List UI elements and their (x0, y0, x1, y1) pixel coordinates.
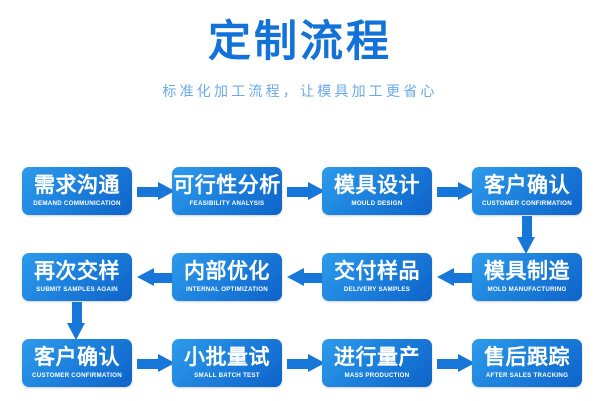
arrow-right-icon (437, 182, 475, 201)
arrow-right-icon (137, 182, 175, 201)
flow-node-mass-production[interactable]: 进行量产 MASS PRODUCTION (322, 339, 432, 387)
flow-node-label-cn: 进行量产 (334, 345, 420, 369)
arrow-shaft (437, 358, 459, 369)
arrow-down-icon-right (517, 216, 536, 254)
flow-node-label-cn: 需求沟通 (34, 173, 120, 197)
header: 定制流程 标准化加工流程，让模具加工更省心 (0, 0, 600, 140)
arrow-shaft (453, 272, 475, 283)
arrow-head (158, 354, 175, 372)
arrow-head (67, 323, 85, 340)
arrow-right-icon (437, 354, 475, 373)
flow-row-1: 需求沟通 DEMAND COMMUNICATION 可行性分析 FEASIBIL… (0, 167, 600, 215)
flow-node-delivery-samples[interactable]: 交付样品 DELIVERY SAMPLES (322, 253, 432, 301)
flow-node-label-en: FEASIBILITY ANALYSIS (189, 200, 265, 207)
arrow-left-icon (287, 268, 325, 287)
flow-row-2: 再次交样 SUBMIT SAMPLES AGAIN 内部优化 INTERNAL … (0, 253, 600, 301)
flow-node-label-en: MOLD MANUFACTURING (487, 286, 567, 293)
flow-node-label-cn: 模具制造 (484, 259, 570, 283)
arrow-shaft (137, 358, 159, 369)
arrow-head (437, 268, 454, 286)
arrow-shaft (287, 358, 309, 369)
arrow-head (158, 182, 175, 200)
arrow-head (308, 354, 325, 372)
flow-node-feasibility-analysis[interactable]: 可行性分析 FEASIBILITY ANALYSIS (172, 167, 282, 215)
flow-node-label-cn: 内部优化 (184, 259, 270, 283)
flow-row-3: 客户确认 CUSTOMER CONFIRMATION 小批量试 SMALL BA… (0, 339, 600, 387)
flow-node-small-batch-test[interactable]: 小批量试 SMALL BATCH TEST (172, 339, 282, 387)
flow-node-label-cn: 模具设计 (334, 173, 420, 197)
page-subtitle: 标准化加工流程，让模具加工更省心 (162, 84, 438, 100)
arrow-head (137, 268, 154, 286)
flow-node-label-en: DELIVERY SAMPLES (343, 286, 411, 293)
flow-node-label-cn: 可行性分析 (173, 173, 281, 197)
flow-node-label-en: SMALL BATCH TEST (194, 372, 260, 379)
flow-node-customer-confirmation-1[interactable]: 客户确认 CUSTOMER CONFIRMATION (472, 167, 582, 215)
flow-node-mold-manufacturing[interactable]: 模具制造 MOLD MANUFACTURING (472, 253, 582, 301)
page-title: 定制流程 (208, 17, 392, 67)
flow-node-label-en: SUBMIT SAMPLES AGAIN (36, 286, 118, 293)
flow-node-label-en: INTERNAL OPTIMIZATION (185, 286, 268, 293)
arrow-shaft (137, 186, 159, 197)
arrow-shaft (153, 272, 175, 283)
arrow-left-icon (437, 268, 475, 287)
flow-node-mould-design[interactable]: 模具设计 MOULD DESIGN (322, 167, 432, 215)
arrow-shaft (521, 216, 532, 238)
arrow-head (458, 354, 475, 372)
flow-chart: 需求沟通 DEMAND COMMUNICATION 可行性分析 FEASIBIL… (0, 150, 600, 401)
flow-node-label-en: CUSTOMER CONFIRMATION (32, 372, 122, 379)
flow-node-customer-confirmation-2[interactable]: 客户确认 CUSTOMER CONFIRMATION (22, 339, 132, 387)
flow-node-label-cn: 售后跟踪 (484, 345, 570, 369)
arrow-shaft (303, 272, 325, 283)
flow-node-label-cn: 交付样品 (334, 259, 420, 283)
arrow-down-icon-left (67, 302, 86, 340)
flow-node-label-cn: 客户确认 (34, 345, 120, 369)
arrow-right-icon (287, 354, 325, 373)
arrow-left-icon (137, 268, 175, 287)
flow-node-internal-optimization[interactable]: 内部优化 INTERNAL OPTIMIZATION (172, 253, 282, 301)
arrow-right-icon (287, 182, 325, 201)
flow-node-label-en: CUSTOMER CONFIRMATION (482, 200, 572, 207)
arrow-head (287, 268, 304, 286)
flow-node-label-en: DEMAND COMMUNICATION (33, 200, 121, 207)
arrow-shaft (287, 186, 309, 197)
flow-node-label-cn: 再次交样 (34, 259, 120, 283)
flow-node-label-cn: 客户确认 (484, 173, 570, 197)
flow-node-after-sales-tracking[interactable]: 售后跟踪 AFTER SALES TRACKING (472, 339, 582, 387)
arrow-shaft (437, 186, 459, 197)
arrow-head (517, 237, 535, 254)
flow-node-label-en: MASS PRODUCTION (344, 372, 410, 379)
flow-node-submit-samples-again[interactable]: 再次交样 SUBMIT SAMPLES AGAIN (22, 253, 132, 301)
arrow-head (308, 182, 325, 200)
arrow-head (458, 182, 475, 200)
flow-node-label-cn: 小批量试 (184, 345, 270, 369)
flow-node-label-en: AFTER SALES TRACKING (485, 372, 569, 379)
arrow-shaft (71, 302, 82, 324)
flow-node-label-en: MOULD DESIGN (351, 200, 403, 207)
arrow-right-icon (137, 354, 175, 373)
flow-node-demand-communication[interactable]: 需求沟通 DEMAND COMMUNICATION (22, 167, 132, 215)
